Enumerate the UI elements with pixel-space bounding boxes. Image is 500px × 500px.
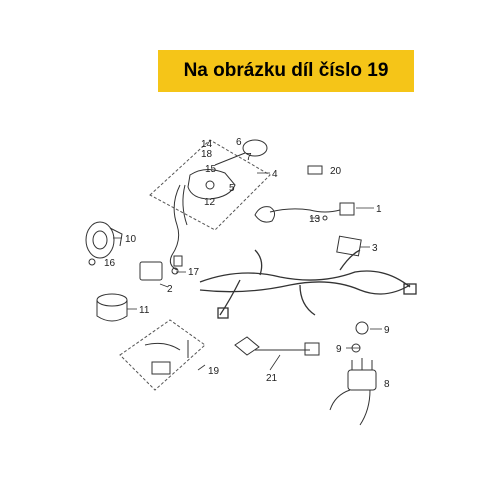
part-11 — [96, 293, 128, 322]
label-8: 8 — [384, 379, 390, 390]
label-3: 3 — [372, 243, 378, 254]
label-15: 15 — [205, 164, 217, 175]
part-4-box — [149, 139, 271, 231]
label-2: 2 — [167, 284, 173, 295]
label-1: 1 — [376, 204, 382, 215]
label-18: 18 — [201, 149, 213, 160]
label-17: 17 — [188, 267, 200, 278]
part-8 — [329, 358, 377, 426]
main-harness — [199, 249, 417, 319]
part-10-horn — [85, 221, 123, 259]
part-3 — [336, 235, 362, 257]
label-14: 14 — [201, 139, 213, 150]
label-19: 19 — [208, 366, 220, 377]
label-9a: 9 — [384, 325, 390, 336]
label-6: 6 — [236, 137, 242, 148]
label-5: 5 — [229, 183, 235, 194]
label-16: 16 — [104, 258, 116, 269]
part-9-nut-a — [355, 321, 369, 335]
label-20: 20 — [330, 166, 342, 177]
label-21: 21 — [266, 373, 278, 384]
banner-title: Na obrázku díl číslo 19 — [183, 60, 389, 81]
highlight-banner: Na obrázku díl číslo 19 — [158, 50, 414, 92]
part-13-bolt — [322, 215, 328, 221]
part-17-bolt — [171, 267, 179, 275]
part-21 — [234, 336, 320, 356]
label-10: 10 — [125, 234, 137, 245]
label-9b: 9 — [336, 344, 342, 355]
part-2-relay — [139, 261, 163, 281]
label-4: 4 — [272, 169, 278, 180]
label-12: 12 — [204, 197, 216, 208]
part-1-sensor — [254, 202, 355, 223]
part-19-box — [119, 319, 206, 391]
part-4-assembly — [169, 139, 268, 271]
part-19-component — [144, 340, 189, 375]
part-20 — [307, 165, 323, 175]
label-13: 13 — [309, 214, 321, 225]
label-7: 7 — [246, 152, 252, 163]
label-11: 11 — [139, 305, 150, 316]
part-16-bolt — [88, 258, 96, 266]
